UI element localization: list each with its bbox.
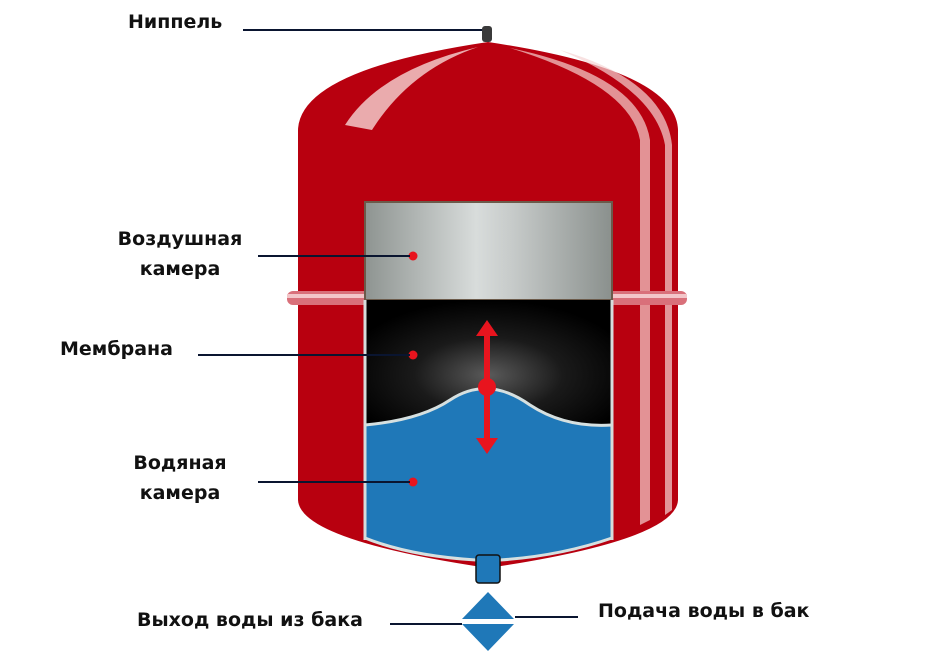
label-water-chamber: Водяная камера — [118, 448, 242, 508]
nipple — [482, 26, 492, 42]
leader-lines — [198, 29, 578, 625]
label-water-in: Подача воды в бак — [598, 600, 810, 622]
label-nipple: Ниппель — [128, 11, 223, 33]
flow-diamond-icon — [462, 592, 514, 651]
water-chamber-marker — [408, 477, 418, 487]
air-chamber — [364, 201, 613, 301]
label-water-chamber-line1: Водяная — [133, 452, 227, 474]
membrane-marker — [408, 350, 418, 360]
label-water-chamber-line2: камера — [139, 482, 221, 504]
membrane-movement-arrows — [476, 320, 498, 454]
water-chamber — [363, 387, 614, 562]
label-membrane: Мембрана — [60, 338, 173, 360]
tank-highlight — [345, 47, 478, 130]
air-chamber-marker — [408, 251, 418, 261]
label-air-chamber: Воздушная камера — [108, 224, 252, 284]
label-air-chamber-line2: камера — [139, 258, 221, 280]
outlet-pipe — [475, 554, 501, 584]
label-air-chamber-line1: Воздушная — [117, 228, 243, 250]
label-water-out: Выход воды из бака — [137, 609, 363, 631]
